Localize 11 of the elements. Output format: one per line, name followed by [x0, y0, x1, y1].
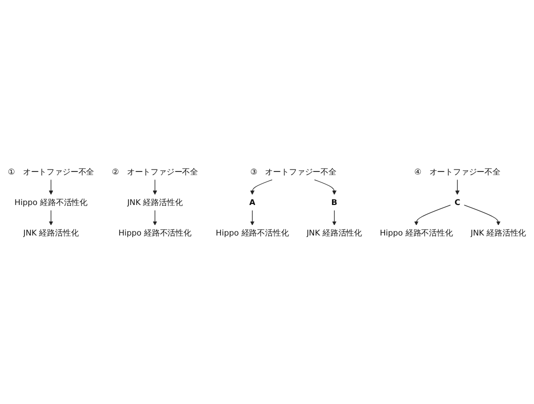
arrow [250, 210, 254, 225]
arrow [455, 178, 460, 194]
arrow [332, 210, 336, 225]
arrow [152, 178, 158, 194]
arrow [48, 178, 54, 194]
arrow [152, 210, 158, 225]
arrow [414, 204, 451, 225]
arrow [250, 178, 272, 194]
arrow [314, 178, 336, 194]
arrow [464, 204, 501, 225]
arrow [48, 210, 54, 225]
